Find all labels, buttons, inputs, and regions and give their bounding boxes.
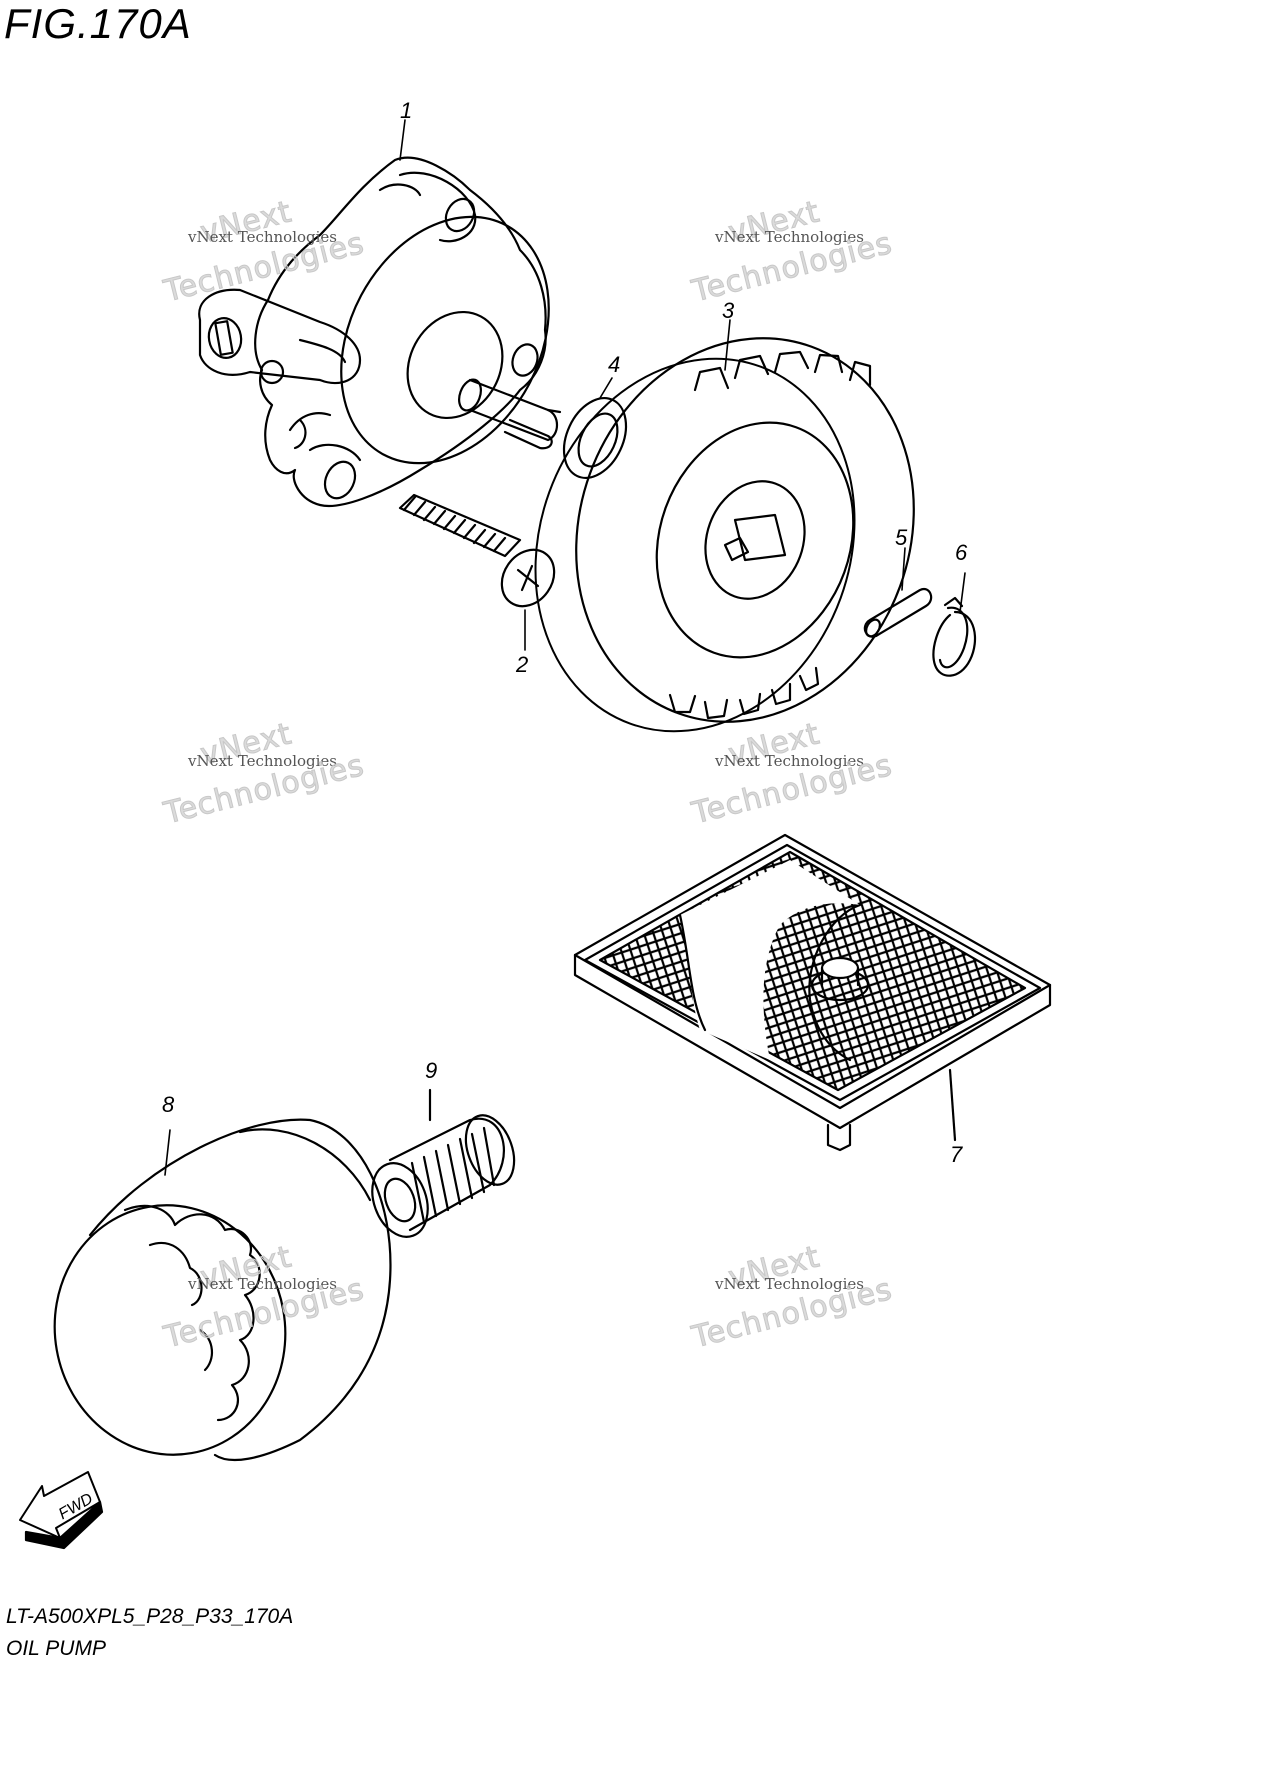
- washer: [562, 397, 628, 479]
- callouts: 1 2 3 4 5 6 7 8 9: [162, 98, 968, 1167]
- callout-9: 9: [425, 1058, 437, 1083]
- fwd-arrow-icon: FWD: [19, 1471, 104, 1550]
- figure-title: FIG.170A: [4, 0, 192, 47]
- bolt: [398, 493, 556, 608]
- oil-pump-body: [198, 156, 562, 507]
- callout-1: 1: [400, 98, 412, 123]
- callout-7: 7: [950, 1142, 963, 1167]
- drawing-code: LT-A500XPL5_P28_P33_170A: [6, 1605, 294, 1628]
- callout-5: 5: [895, 525, 908, 550]
- circlip: [932, 596, 977, 677]
- pin: [863, 587, 933, 638]
- oil-strainer: [573, 833, 1052, 1152]
- callout-6: 6: [955, 540, 968, 565]
- section-name: OIL PUMP: [6, 1637, 106, 1660]
- callout-4: 4: [608, 352, 620, 377]
- callout-2: 2: [515, 652, 528, 677]
- callout-3: 3: [722, 298, 735, 323]
- fitting: [371, 1088, 516, 1238]
- gear: [534, 337, 915, 733]
- oil-filter: [53, 1118, 392, 1462]
- leader-lines: [164, 119, 966, 1176]
- callout-8: 8: [162, 1092, 175, 1117]
